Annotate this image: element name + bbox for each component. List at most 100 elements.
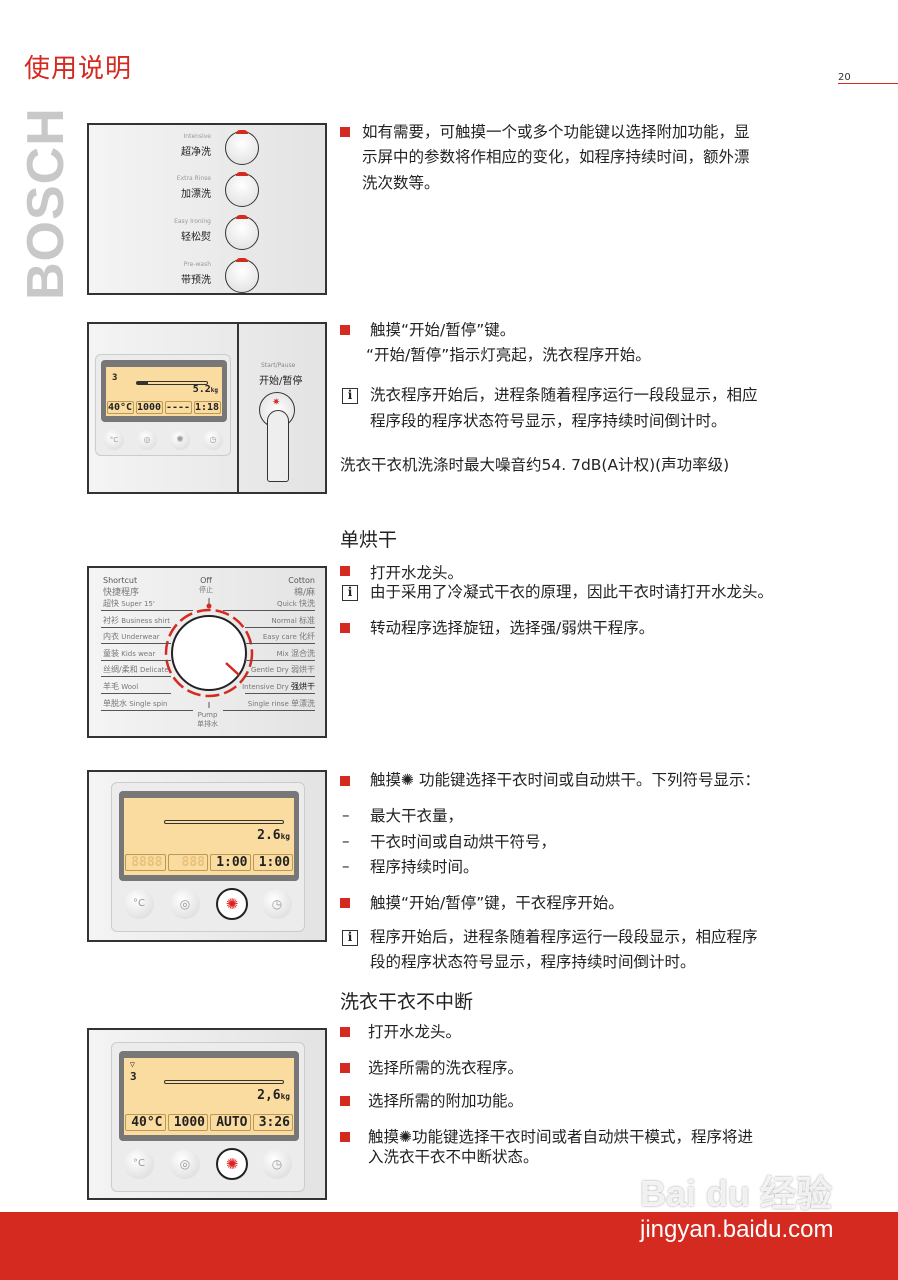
list-item: 打开水龙头。 xyxy=(368,1023,462,1041)
dial-divider xyxy=(245,676,315,677)
temperature-button: °C xyxy=(124,1149,154,1179)
section-heading-wash-dry: 洗衣干衣不中断 xyxy=(340,991,474,1013)
clock-icon: ◷ xyxy=(203,430,223,450)
start-pause-label-en: Start/Pause xyxy=(261,362,296,369)
wash-dry-control-illustration: ▽ 3 2,6kg 40°C 1000 AUTO 3:26 °C ◎ ✺ ◷ xyxy=(87,1028,327,1200)
paragraph-line: 触摸“开始/暂停”键。 xyxy=(370,321,516,339)
paragraph-line: 由于采用了冷凝式干衣的原理，因此干衣时请打开水龙头。 xyxy=(370,583,774,601)
watermark-url: jingyan.baidu.com xyxy=(640,1216,834,1243)
sun-icon: ✺ xyxy=(170,430,190,450)
temperature-button: °C xyxy=(124,889,154,919)
bullet-icon xyxy=(340,1096,350,1106)
lcd-temp: 8888 xyxy=(125,854,166,871)
lcd-load: 5.2kg xyxy=(192,384,218,395)
list-item: 选择所需的洗衣程序。 xyxy=(368,1059,524,1077)
dial-option: 丝绸/柔和 Delicate xyxy=(103,665,169,674)
lcd-temp: 40°C xyxy=(107,401,134,414)
dial-option: 单脱水 Single spin xyxy=(103,699,168,708)
bullet-icon xyxy=(340,127,350,137)
lcd-display: 3 5.2kg 40°C 1000 ---- 1:18 xyxy=(101,360,227,422)
label-en: Extra Rinse xyxy=(176,175,211,182)
bullet-icon xyxy=(340,1027,350,1037)
dial-option: Single rinse 单漂洗 xyxy=(247,699,315,708)
bullet-icon xyxy=(340,566,350,576)
finger-icon xyxy=(267,410,289,482)
progress-bar xyxy=(136,381,208,385)
dial-option: Normal 标准 xyxy=(271,616,315,625)
dial-divider xyxy=(101,643,171,644)
lcd-time: 1:18 xyxy=(194,401,221,414)
paragraph-line: 程序段的程序状态符号显示，程序持续时间倒计时。 xyxy=(370,412,727,430)
dial-option: Mix 混合洗 xyxy=(276,649,315,658)
paragraph-line: “开始/暂停”指示灯亮起，洗衣程序开始。 xyxy=(366,346,651,364)
dial-divider xyxy=(245,660,315,661)
start-pause-label-zh: 开始/暂停 xyxy=(259,376,303,387)
paragraph-line: 触摸✺ 功能键选择干衣时间或自动烘干。下列符号显示： xyxy=(370,771,760,789)
dry-control-illustration: 2.6kg 8888 888 1:00 1:00 °C ◎ ✺ ◷ xyxy=(87,770,327,942)
dial-divider xyxy=(223,610,315,611)
lcd-time: 1:00 xyxy=(252,854,293,871)
dial-divider xyxy=(101,693,171,694)
brand-logo: BOSCH xyxy=(17,107,75,300)
info-icon: i xyxy=(342,930,358,946)
paragraph-line: 打开水龙头。 xyxy=(370,564,464,582)
dial-divider xyxy=(101,660,171,661)
dial-divider xyxy=(101,610,193,611)
dial-option: Gentle Dry 弱烘干 xyxy=(250,665,315,674)
round-button-icon xyxy=(225,258,259,293)
label-en: Easy Ironing xyxy=(174,218,211,225)
dial-divider xyxy=(245,643,315,644)
lcd-spin: 888 xyxy=(167,854,208,871)
dash-marker: – xyxy=(342,806,350,824)
lcd-load: 2,6kg xyxy=(257,1088,290,1103)
dial-knob-icon xyxy=(164,598,254,708)
bullet-icon xyxy=(340,1063,350,1073)
round-button-icon xyxy=(225,172,259,207)
lcd-display: ▽ 3 2,6kg 40°C 1000 AUTO 3:26 xyxy=(119,1051,299,1141)
dial-option: 童装 Kids wear xyxy=(103,649,156,658)
sun-icon: ✺ xyxy=(401,771,415,789)
label-zh: 超净洗 xyxy=(181,147,211,158)
lcd-load: 2.6kg xyxy=(257,828,290,843)
spin-icon: ◎ xyxy=(170,889,200,919)
dial-divider xyxy=(101,676,171,677)
lcd-display: 2.6kg 8888 888 1:00 1:00 xyxy=(119,791,299,881)
dial-option: Easy care 化纤 xyxy=(262,632,315,641)
dial-option: 超快 Super 15' xyxy=(103,599,155,608)
dial-option: Quick 快洗 xyxy=(276,599,315,608)
list-item: 选择所需的附加功能。 xyxy=(368,1092,524,1110)
start-illustration: 3 5.2kg 40°C 1000 ---- 1:18 °C ◎ ✺ ◷ Sta… xyxy=(87,322,327,494)
progress-bar xyxy=(164,1080,284,1084)
paragraph-line: 段的程序状态符号显示，程序持续时间倒计时。 xyxy=(370,953,696,971)
label-en: Pre-wash xyxy=(183,261,211,268)
watermark-logo: Bai du 经验 xyxy=(640,1173,833,1214)
spin-icon: ◎ xyxy=(170,1149,200,1179)
sun-icon: ✺ xyxy=(399,1128,413,1146)
sun-icon: ✺ xyxy=(216,1148,248,1180)
lcd-spin: 1000 xyxy=(136,401,163,414)
clock-icon: ◷ xyxy=(262,889,292,919)
lcd-program: 3 xyxy=(130,1070,137,1083)
basket-icon: ▽ xyxy=(130,1060,135,1069)
dial-divider xyxy=(101,710,193,711)
section-heading-dry: 单烘干 xyxy=(340,529,398,551)
paragraph-line: 示屏中的参数将作相应的变化，如程序持续时间，额外漂 xyxy=(362,148,750,166)
lcd-dry: AUTO xyxy=(210,1114,251,1131)
page-title: 使用说明 xyxy=(24,54,133,84)
bullet-icon xyxy=(340,325,350,335)
page-number: 20 xyxy=(838,72,851,83)
info-icon: i xyxy=(342,388,358,404)
noise-note: 洗衣干衣机洗涤时最大噪音约54. 7dB(A计权)(声功率级) xyxy=(340,456,730,474)
control-panel: ▽ 3 2,6kg 40°C 1000 AUTO 3:26 °C ◎ ✺ ◷ xyxy=(111,1042,305,1192)
paragraph-line: 程序开始后，进程条随着程序运行一段段显示，相应程序 xyxy=(370,928,758,946)
bullet-icon xyxy=(340,1132,350,1142)
dial-option: 内衣 Underwear xyxy=(103,632,160,641)
page-number-rule xyxy=(838,83,898,84)
